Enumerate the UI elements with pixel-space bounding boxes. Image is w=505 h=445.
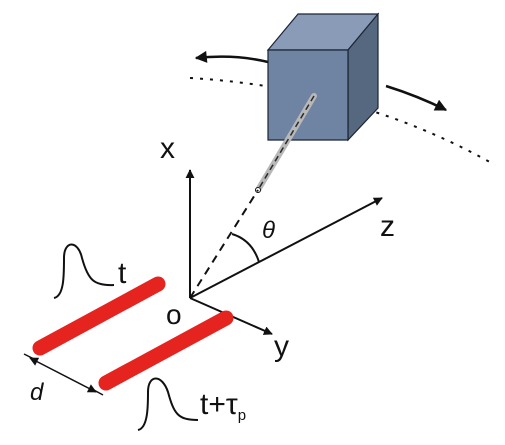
- left-arrow-icon: [194, 50, 269, 64]
- pulse-label-1: t: [118, 257, 127, 290]
- pulse-icon-1: [53, 243, 115, 299]
- pulse-label-2: t+τp: [200, 388, 246, 424]
- angle-arc: [231, 233, 260, 263]
- y-axis-label: y: [274, 330, 289, 363]
- antenna-rod-1: [32, 276, 166, 356]
- spacing-label: d: [30, 379, 44, 406]
- pulse-label-2-main: t+τ: [200, 388, 238, 421]
- angle-label: θ: [262, 217, 275, 244]
- z-axis-label: z: [380, 210, 395, 243]
- spacing-tick-1: [23, 353, 37, 361]
- pulse-label-2-subscript: p: [238, 407, 246, 424]
- cube-icon: [266, 12, 380, 142]
- spacing-arrow: [29, 357, 97, 393]
- direction-line: [189, 189, 259, 299]
- right-arrow-icon: [385, 84, 448, 112]
- spacing-tick-2: [91, 388, 104, 396]
- antenna-rod-2: [98, 310, 234, 391]
- x-axis-label: x: [160, 132, 175, 165]
- origin-label: o: [166, 299, 182, 330]
- pulse-icon-2: [137, 377, 199, 431]
- z-axis: [189, 197, 383, 299]
- pointer-rod-core: [257, 95, 315, 191]
